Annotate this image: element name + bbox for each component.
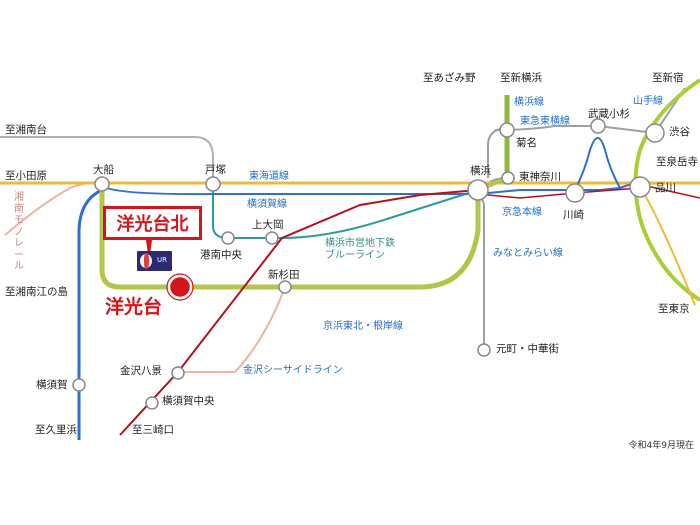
dir-shonan-enoshima: 至湘南江の島 [5,286,68,298]
label-motomachi: 元町・中華街 [496,343,559,355]
dir-odawara: 至小田原 [5,170,47,182]
label-yokohama: 横浜 [470,165,491,177]
nambu-loop [574,137,621,191]
dir-shinjuku: 至新宿 [652,72,684,84]
line-label-yokosuka: 横須賀線 [247,199,287,210]
label-konan: 港南中央 [200,249,242,261]
line-label-toyoko: 東急東横線 [520,116,570,127]
keikyu-line [119,189,479,436]
label-musashikosugi: 武蔵小杉 [588,108,630,120]
station-musashikosugi-marker [590,118,606,134]
label-kawasaki: 川崎 [563,209,584,221]
yokosuka-line [101,183,641,196]
line-label-yamanote: 山手線 [633,96,663,107]
callout-yokodaikita: 洋光台北 [103,206,202,240]
dir-shonandai: 至湘南台 [5,124,47,136]
dir-sengakuji: 至泉岳寺 [656,156,698,168]
station-kawasaki-marker [565,183,585,203]
line-label-shonan-monorail: 湘 南 モ ノ レ ー ル [14,192,24,272]
ur-logo: UR [137,251,172,271]
dir-tokyo: 至東京 [658,303,690,315]
station-higashikana-marker [501,171,515,185]
dir-misakiguchi: 至三崎口 [132,424,174,436]
keihin-negishi-line [99,190,481,290]
label-kamioka: 上大岡 [252,219,284,231]
yokosuka-line-south [77,188,103,440]
label-shinsugita: 新杉田 [268,269,300,281]
station-totsuka-marker [205,176,221,192]
label-yokosuka: 横須賀 [36,379,68,391]
line-label-tokaido: 東海道線 [249,171,289,182]
ur-logo-text: UR [157,256,167,264]
station-yokodai-marker [167,274,193,300]
date-note: 令和4年9月現在 [628,441,694,451]
station-shibuya-marker [645,123,665,143]
label-kikuna: 菊名 [516,137,537,149]
station-konan-marker [221,231,235,245]
line-label-keihin: 京浜東北・根岸線 [323,321,403,332]
seaside-line [178,286,286,373]
line-label-blue-line: 横浜市営地下鉄 ブルーライン [325,238,395,261]
ur-logo-accent [144,253,149,269]
label-yokosukachuo: 横須賀中央 [162,395,215,407]
dir-azamino: 至あざみ野 [423,72,476,84]
label-ofuna: 大船 [93,164,114,176]
station-yokohama-marker [467,179,489,201]
label-higashikana: 東神奈川 [519,171,561,183]
station-yokodai-ring [166,273,194,301]
keikyu-north [477,187,641,199]
label-totsuka: 戸塚 [205,164,226,176]
station-shinsugita-marker [278,280,292,294]
label-shibuya: 渋谷 [669,126,690,138]
to-sengakuji-line [641,184,700,199]
dir-kurihama: 至久里浜 [35,424,77,436]
shonandai-gray-line [0,136,214,178]
station-kamioka-marker [265,231,279,245]
label-shinagawa: 品川 [655,182,676,194]
to-tokyo-line [641,189,696,306]
station-shinagawa-marker [629,176,651,198]
station-kanazawa-marker [171,366,185,380]
line-label-yokohama-line: 横浜線 [514,97,544,108]
dir-shinyokohama: 至新横浜 [500,72,542,84]
station-yokosukachuo-marker [145,396,159,410]
station-motomachi-marker [477,343,491,357]
line-label-minatomirai: みなとみらい線 [493,248,563,259]
label-yokodai: 洋光台 [105,296,163,318]
line-label-keikyu: 京急本線 [502,207,542,218]
label-kanazawa: 金沢八景 [120,365,162,377]
station-yokosuka-marker [72,378,86,392]
station-kikuna-marker [499,122,515,138]
line-label-seaside: 金沢シーサイドライン [243,365,343,376]
station-ofuna-marker [94,176,110,192]
